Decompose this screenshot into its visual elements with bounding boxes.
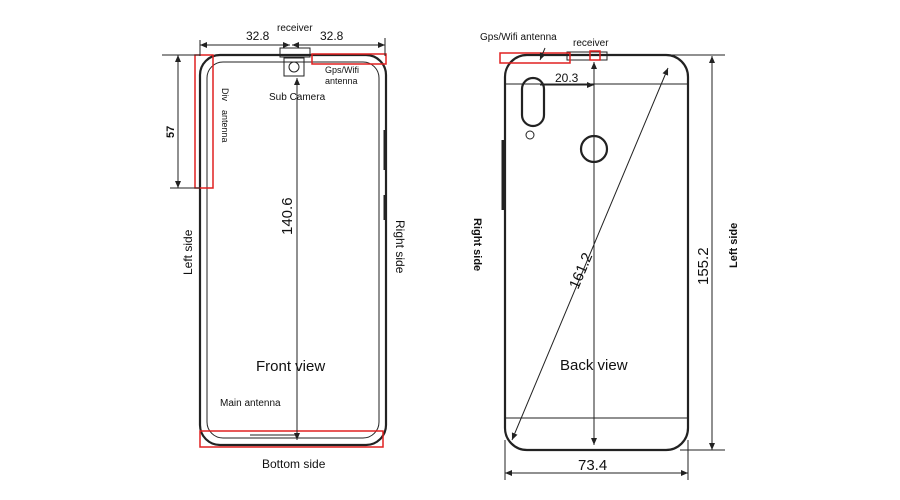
back-right-side-label: Right side bbox=[471, 218, 483, 271]
main-antenna-label: Main antenna bbox=[220, 398, 281, 409]
flash-icon bbox=[525, 130, 535, 140]
dim-32-8-right: 32.8 bbox=[320, 29, 344, 43]
receiver-box bbox=[589, 50, 601, 61]
dim-161-2: 161.2 bbox=[566, 250, 596, 291]
front-phone-outline bbox=[198, 53, 388, 447]
left-side-label: Left side bbox=[181, 229, 195, 275]
gps-wifi-antenna-label: Gps/Wifi antenna bbox=[480, 32, 557, 43]
dim-155-2: 155.2 bbox=[695, 247, 712, 285]
sub-camera-label: Sub Camera bbox=[269, 92, 326, 103]
receiver-slot-back bbox=[566, 51, 608, 61]
gps-wifi-antenna-box-back bbox=[499, 52, 571, 64]
receiver-slot bbox=[279, 47, 311, 58]
dim-20-3: 20.3 bbox=[555, 71, 579, 85]
receiver-label: receiver bbox=[277, 23, 313, 34]
back-view-title: Back view bbox=[560, 357, 628, 374]
back-view: Gps/Wifi antenna receiver 20.3 161.2 155… bbox=[471, 32, 740, 480]
receiver-label-back: receiver bbox=[573, 38, 609, 49]
back-phone-outline bbox=[503, 53, 690, 452]
front-view-title: Front view bbox=[256, 358, 325, 375]
dim-73-4: 73.4 bbox=[578, 457, 607, 474]
div-label: Div bbox=[220, 88, 230, 101]
gps-wifi-label-2: antenna bbox=[325, 76, 358, 86]
dim-32-8-left: 32.8 bbox=[246, 29, 270, 43]
div-antenna-box bbox=[194, 54, 214, 189]
main-antenna-box bbox=[199, 430, 384, 448]
dim-140-6: 140.6 bbox=[279, 197, 296, 235]
bottom-side-label: Bottom side bbox=[262, 457, 326, 471]
back-left-side-label: Left side bbox=[728, 223, 740, 268]
dim-57: 57 bbox=[165, 126, 177, 138]
front-screen-outline bbox=[206, 61, 380, 439]
gps-wifi-label: Gps/Wifi bbox=[325, 65, 359, 75]
front-view: 32.8 32.8 receiver Gps/Wifi antenna Sub … bbox=[162, 23, 407, 471]
sub-camera-icon bbox=[283, 57, 305, 77]
right-side-label: Right side bbox=[393, 220, 407, 274]
gps-wifi-antenna-box-front bbox=[311, 53, 387, 65]
div-antenna-label: antenna bbox=[220, 110, 230, 143]
